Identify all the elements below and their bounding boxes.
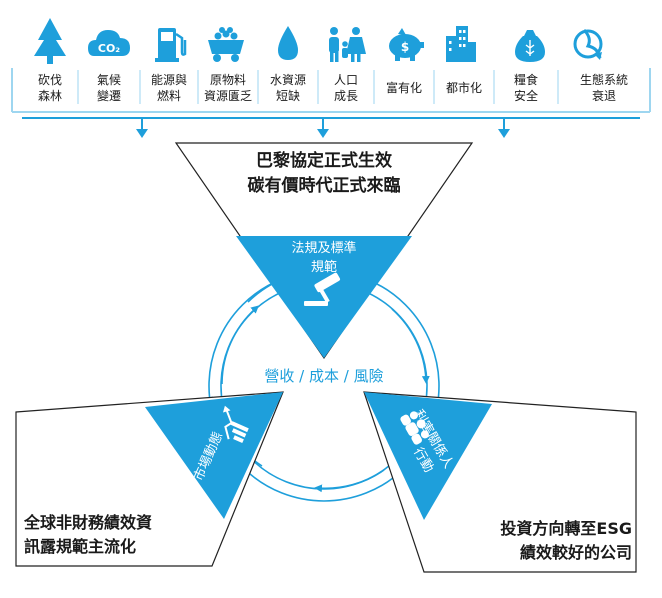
risk-label-7-line-0: 都市化 bbox=[446, 80, 482, 95]
risk-label-6-line-0: 富有化 bbox=[386, 80, 422, 95]
risk-label-9-line-0: 生態系統 bbox=[580, 72, 628, 87]
risk-label-9-line-1: 衰退 bbox=[592, 88, 616, 103]
risk-label-3-line-1: 資源匱乏 bbox=[204, 89, 252, 103]
regulation-triangle: 法規及標準 規範 bbox=[236, 236, 412, 358]
food-sack-icon bbox=[515, 30, 545, 62]
gavel-icon bbox=[304, 272, 341, 306]
chart-trend-icon bbox=[222, 405, 249, 444]
paris-agreement-line-0: 巴黎協定正式生效 bbox=[256, 150, 392, 171]
ecosystem-icon bbox=[573, 28, 603, 60]
regulation-line-1: 規範 bbox=[311, 260, 337, 275]
svg-text:$: $ bbox=[401, 40, 409, 54]
population-icon bbox=[329, 27, 366, 62]
center-label: 營收 / 成本 / 風險 bbox=[264, 367, 383, 385]
risk-label-8-line-0: 糧食 bbox=[514, 72, 538, 87]
risk-label-0-line-1: 森林 bbox=[38, 88, 62, 103]
risk-labels: 砍伐 森林 氣候 變遷 能源與 燃料 原物料 資源匱乏 水資源 短缺 人口 成長… bbox=[38, 72, 628, 103]
investment-line-0: 投資方向轉至ESG bbox=[500, 519, 632, 538]
disclosure-line-0: 全球非財務績效資 bbox=[23, 513, 152, 532]
fuel-pump-icon bbox=[155, 28, 187, 62]
risk-label-4-line-0: 水資源 bbox=[270, 73, 306, 87]
water-drop-icon bbox=[278, 26, 298, 60]
paris-agreement-line-1: 碳有價時代正式來臨 bbox=[248, 175, 401, 196]
regulation-line-0: 法規及標準 bbox=[291, 240, 356, 256]
down-arrows bbox=[136, 118, 510, 138]
risk-label-1-line-1: 變遷 bbox=[97, 88, 121, 103]
people-group-icon bbox=[400, 411, 429, 445]
risk-separators bbox=[77, 70, 559, 104]
investment-line-1: 績效較好的公司 bbox=[520, 543, 632, 562]
svg-text:CO₂: CO₂ bbox=[98, 42, 120, 55]
risk-label-5-line-1: 成長 bbox=[334, 89, 358, 103]
co2-cloud-icon: CO₂ bbox=[88, 30, 130, 56]
risk-strip: CO₂ $ bbox=[11, 18, 651, 138]
tree-icon bbox=[34, 18, 66, 64]
risk-label-3-line-0: 原物料 bbox=[210, 73, 246, 87]
risk-label-4-line-1: 短缺 bbox=[276, 88, 300, 103]
risk-label-2-line-1: 燃料 bbox=[157, 88, 181, 103]
risk-label-2-line-0: 能源與 bbox=[151, 73, 187, 87]
disclosure-line-1: 訊露規範主流化 bbox=[24, 537, 136, 556]
risk-label-8-line-1: 安全 bbox=[514, 88, 538, 103]
piggy-bank-icon: $ bbox=[389, 28, 424, 61]
city-buildings-icon bbox=[446, 26, 476, 62]
risk-label-0-line-0: 砍伐 bbox=[38, 72, 62, 87]
mine-cart-icon bbox=[208, 27, 244, 62]
stakeholders-triangle: 利害關係人 行動 bbox=[364, 392, 492, 520]
market-triangle: 市場動態 bbox=[145, 392, 283, 519]
risk-label-1-line-0: 氣候 bbox=[97, 73, 121, 87]
risk-label-5-line-0: 人口 bbox=[334, 73, 358, 87]
